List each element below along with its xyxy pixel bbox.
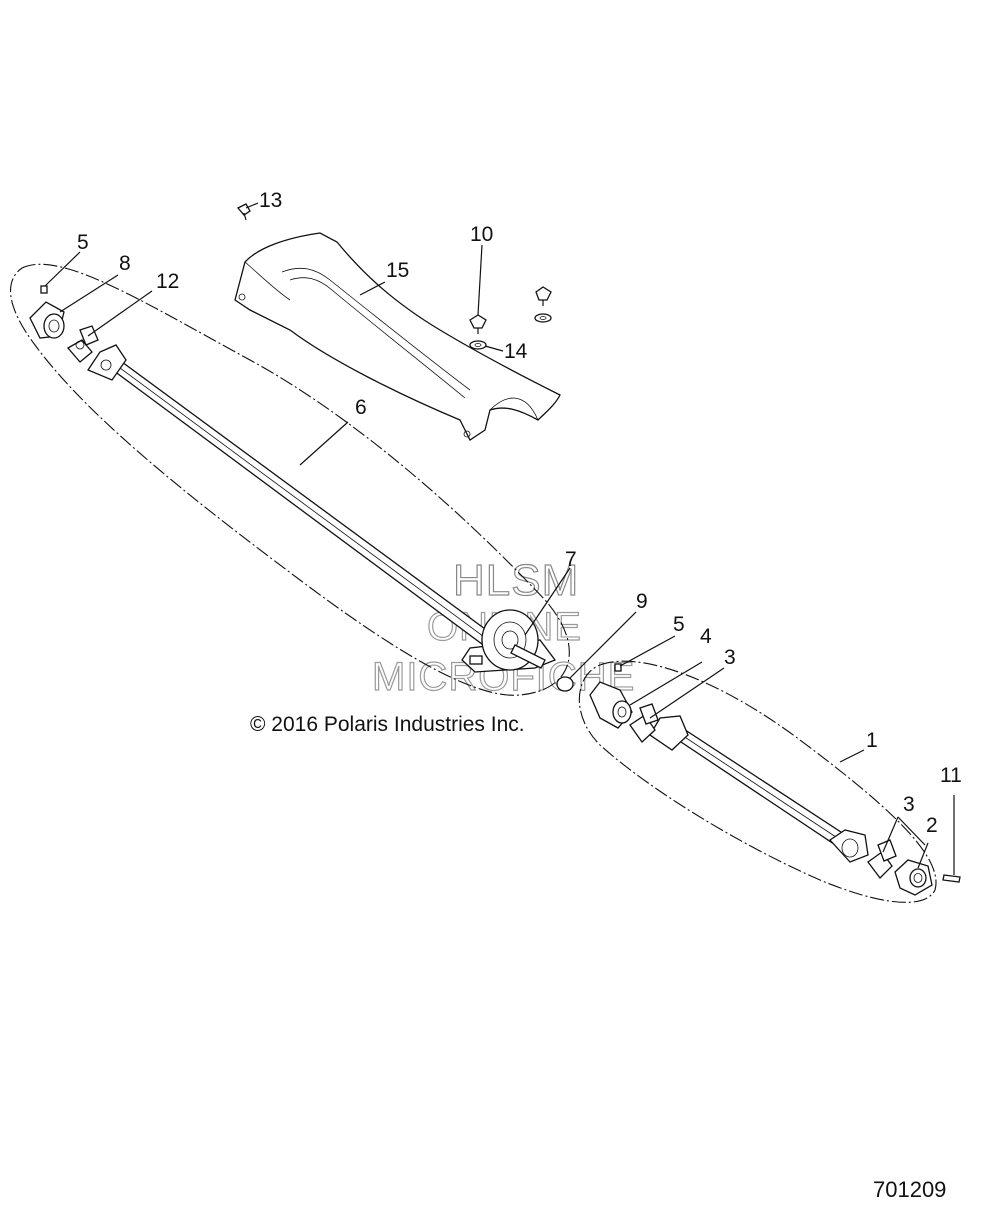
callout-4: 4 <box>700 625 712 648</box>
callout-13: 13 <box>259 189 282 212</box>
bolt-13 <box>236 203 251 221</box>
bolts-10 <box>469 286 552 334</box>
washers-14 <box>469 313 552 350</box>
callout-12: 12 <box>156 270 179 293</box>
callout-2: 2 <box>926 814 938 837</box>
callout-15: 15 <box>386 259 409 282</box>
carrier-bearing-7 <box>461 609 557 673</box>
callout-9: 9 <box>636 590 648 613</box>
callout-3-front: 3 <box>724 646 736 669</box>
callout-5-right: 5 <box>673 613 685 636</box>
grease-fitting-5-left <box>40 285 48 294</box>
callout-8: 8 <box>119 252 131 275</box>
grease-fitting-5-right <box>614 663 622 672</box>
callout-10: 10 <box>470 223 493 246</box>
callout-11: 11 <box>940 764 962 787</box>
document-number: 701209 <box>873 1177 946 1202</box>
callout-labels: 1 2 3 3 4 5 5 6 7 8 9 10 11 12 13 14 15 <box>77 189 962 837</box>
u-joint-cross-12 <box>66 325 99 363</box>
group-outline-prop-shaft-rear <box>10 263 570 696</box>
u-joint-cross-3-front <box>629 703 659 743</box>
callout-1: 1 <box>866 729 878 752</box>
pin-11 <box>942 874 961 883</box>
callout-5-left: 5 <box>77 231 89 254</box>
callout-7: 7 <box>565 548 577 571</box>
coupler-8 <box>29 301 65 339</box>
watermark-line1: HLSM <box>453 556 579 605</box>
prop-shaft-front <box>649 715 869 863</box>
yoke-2 <box>894 859 933 896</box>
u-joint-cross-3-rear <box>867 839 897 879</box>
copyright-notice: © 2016 Polaris Industries Inc. <box>250 713 525 736</box>
snap-ring-9 <box>556 676 574 692</box>
leader-lines <box>44 202 955 875</box>
callout-6: 6 <box>355 396 367 419</box>
callout-14: 14 <box>504 340 528 363</box>
callout-3-rear: 3 <box>903 793 915 816</box>
front-coupler-4 <box>589 681 633 729</box>
group-outline-prop-shaft-front <box>578 660 937 903</box>
drive-shaft-cover <box>234 232 561 441</box>
